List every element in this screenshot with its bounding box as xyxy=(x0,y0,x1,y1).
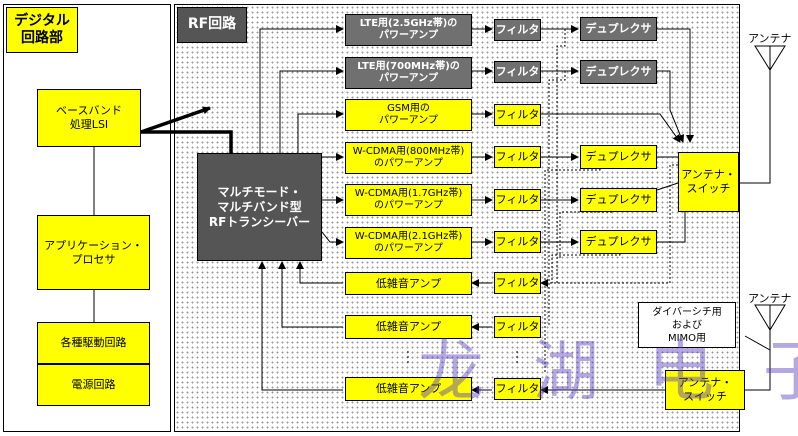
lte-2-5ghz-power-amp: LTE用(2.5GHz帯)の パワーアンプ xyxy=(345,14,472,46)
wcdma-1-7ghz-power-amp: W-CDMA用(1.7GHz帯) のパワーアンプ xyxy=(345,184,472,216)
rf-region-title: RF回路 xyxy=(177,7,247,43)
filter: フィルタ xyxy=(494,189,541,211)
antenna-label: アンテナ xyxy=(748,292,792,305)
filter: フィルタ xyxy=(494,104,541,126)
power-circuit: 電源回路 xyxy=(37,364,150,406)
gsm-power-amp: GSM用の パワーアンプ xyxy=(345,99,472,131)
diversity-mimo-note: ダイバーシチ用 および MIMO用 xyxy=(638,302,736,348)
filter: フィルタ xyxy=(494,316,541,338)
antenna-icon xyxy=(754,304,786,331)
duplexer: デュプレクサ xyxy=(580,188,657,212)
wcdma-800mhz-power-amp: W-CDMA用(800MHz帯) のパワーアンプ xyxy=(345,142,472,174)
low-noise-amp: 低雑音アンプ xyxy=(345,272,472,295)
filter: フィルタ xyxy=(494,19,541,41)
low-noise-amp: 低雑音アンプ xyxy=(345,377,472,401)
filter: フィルタ xyxy=(494,272,541,294)
diversity-antenna-switch: アンテナ・ スイッチ xyxy=(665,370,745,410)
driver-circuits: 各種駆動回路 xyxy=(37,322,150,364)
duplexer: デュプレクサ xyxy=(580,230,657,254)
wcdma-2-1ghz-power-amp: W-CDMA用(2.1GHz帯) のパワーアンプ xyxy=(345,227,472,259)
digital-region-title: デジタル 回路部 xyxy=(6,7,78,53)
lte-700mhz-power-amp: LTE用(700MHz帯)の パワーアンプ xyxy=(345,57,472,89)
filter: フィルタ xyxy=(494,231,541,253)
filter: フィルタ xyxy=(494,146,541,168)
filter: フィルタ xyxy=(494,61,541,83)
antenna-switch: アンテナ・ スイッチ xyxy=(678,152,739,212)
filter: フィルタ xyxy=(494,378,541,400)
duplexer: デュプレクサ xyxy=(580,17,657,41)
antenna-label: アンテナ xyxy=(748,32,792,45)
rf-transceiver: マルチモード・ マルチバンド型 RFトランシーバー xyxy=(197,153,322,261)
baseband-lsi: ベースバンド 処理LSI xyxy=(37,89,141,147)
low-noise-amp: 低雑音アンプ xyxy=(345,315,472,339)
duplexer: デュプレクサ xyxy=(580,60,657,84)
application-processor: アプリケーション・ プロセサ xyxy=(37,215,150,290)
duplexer: デュプレクサ xyxy=(580,145,657,169)
antenna-icon xyxy=(754,45,786,71)
